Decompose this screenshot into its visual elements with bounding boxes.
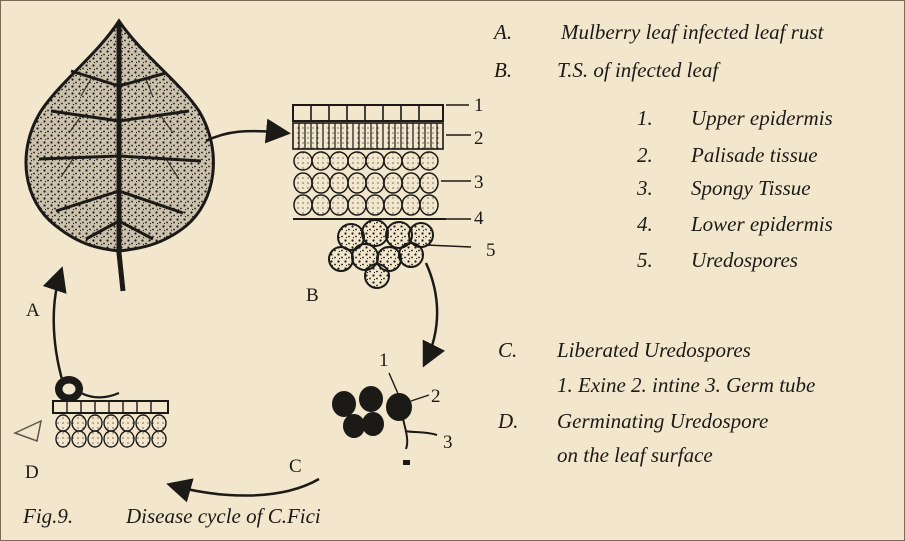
ts-callout-4: 4 bbox=[474, 209, 484, 228]
b-part-label-4: Lower epidermis bbox=[691, 214, 833, 235]
legend-key-c: C. bbox=[498, 340, 517, 361]
legend-text-d-line1: Germinating Uredospore bbox=[557, 411, 768, 432]
arrow-a-to-b bbox=[206, 131, 286, 141]
arrow-b-to-c bbox=[425, 263, 437, 363]
stage-label-b: B bbox=[306, 286, 319, 305]
germinating-uredospore bbox=[15, 377, 168, 447]
stage-label-a: A bbox=[26, 301, 40, 320]
b-part-label-2: Palisade tissue bbox=[691, 145, 818, 166]
legend-sub-c: 1. Exine 2. intine 3. Germ tube bbox=[557, 375, 815, 396]
legend-key-a: A. bbox=[494, 22, 512, 43]
legend-text-d-line2: on the leaf surface bbox=[557, 445, 713, 466]
ts-callout-2: 2 bbox=[474, 129, 484, 148]
liberated-uredospores bbox=[333, 373, 437, 464]
legend-key-b: B. bbox=[494, 60, 512, 81]
spore-callout-1: 1 bbox=[379, 351, 389, 370]
stage-label-c: C bbox=[289, 457, 302, 476]
b-part-num-1: 1. bbox=[637, 108, 653, 129]
figure-caption: Disease cycle of C.Fici bbox=[126, 506, 321, 527]
ts-callout-5: 5 bbox=[486, 241, 496, 260]
figure-number: Fig.9. bbox=[23, 506, 73, 527]
infected-leaf bbox=[26, 21, 213, 291]
b-part-num-3: 3. bbox=[637, 178, 653, 199]
spore-callout-3: 3 bbox=[443, 433, 453, 452]
b-part-num-2: 2. bbox=[637, 145, 653, 166]
b-part-label-1: Upper epidermis bbox=[691, 108, 833, 129]
legend-text-c: Liberated Uredospores bbox=[557, 340, 751, 361]
arrow-d-to-a bbox=[54, 271, 63, 383]
spore-callout-2: 2 bbox=[431, 387, 441, 406]
ts-callout-1: 1 bbox=[474, 96, 484, 115]
legend-key-d: D. bbox=[498, 411, 518, 432]
b-part-label-5: Uredospores bbox=[691, 250, 798, 271]
ts-callout-3: 3 bbox=[474, 173, 484, 192]
b-part-num-5: 5. bbox=[637, 250, 653, 271]
legend-text-a: Mulberry leaf infected leaf rust bbox=[561, 22, 823, 43]
b-part-label-3: Spongy Tissue bbox=[691, 178, 811, 199]
leaf-cross-section bbox=[293, 105, 471, 288]
b-part-num-4: 4. bbox=[637, 214, 653, 235]
stage-label-d: D bbox=[25, 463, 39, 482]
legend-text-b: T.S. of infected leaf bbox=[557, 60, 718, 81]
arrow-c-to-d bbox=[171, 479, 319, 496]
